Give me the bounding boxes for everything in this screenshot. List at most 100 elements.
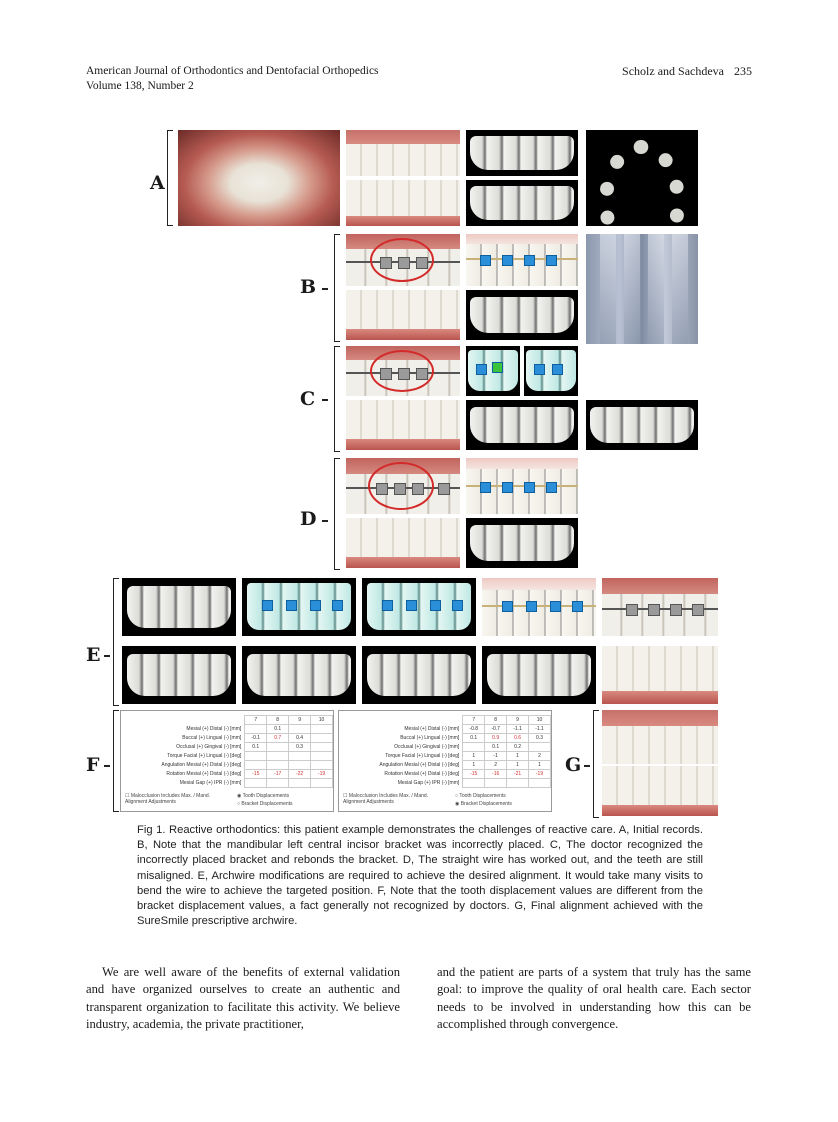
render-brackets-b-upper [466, 234, 578, 286]
table-row: Occlusal (+) Gingival (-) [mm] 0.1 0.3 [127, 742, 333, 752]
table-row: Buccal (+) Lingual (-) [mm] -0.1 0.7 0.4 [127, 733, 333, 743]
radio-label: Tooth Displacements [242, 793, 290, 799]
render-brackets-c-lower [466, 400, 578, 450]
table-cell: -1.1 [528, 724, 551, 734]
xray-roots [586, 234, 698, 344]
table-cell: 1 [506, 760, 530, 770]
table-row: Mesial (+) Distal (-) [mm] -0.8 -0.7 -1.… [345, 724, 551, 734]
table-cell: 2 [528, 751, 551, 761]
table-footer-checkbox-right[interactable]: ☐ Malocclusion Includes Max. / Mand. Ali… [343, 793, 429, 805]
footer-label: Malocclusion Includes Max. / Mand. Align… [343, 793, 429, 805]
panel-tick-b [322, 288, 328, 290]
render-e-3-upper [362, 578, 476, 636]
table-cell [244, 724, 268, 734]
tooth-header: 8 [484, 715, 508, 725]
radio-label: Bracket Displacements [460, 801, 512, 807]
panel-bracket-b [334, 234, 340, 342]
photo-e-braces-upper [602, 578, 718, 636]
table-footer-checkbox-left[interactable]: ☐ Malocclusion Includes Max. / Mand. Ali… [125, 793, 211, 805]
table-cell: -1.1 [506, 724, 530, 734]
table-cell: -21 [506, 769, 530, 779]
render-brackets-c-right [524, 346, 578, 396]
panel-bracket-d [334, 458, 340, 570]
table-cell [244, 751, 268, 761]
highlight-circle-b [370, 238, 434, 282]
render-e-2-lower [242, 646, 356, 704]
panel-label-f: F [86, 754, 100, 776]
radio-bracket-displacements-right[interactable]: ◉ Bracket Displacements [455, 801, 512, 807]
table-cell: -15 [244, 769, 268, 779]
row-label: Angulation Mesial (+) Distal (-) [deg] [161, 762, 242, 768]
photo-occlusal-initial [178, 130, 340, 226]
row-label: Angulation Mesial (+) Distal (-) [deg] [379, 762, 460, 768]
render-e-4-upper [482, 578, 596, 636]
table-cell [528, 778, 551, 788]
photo-braces-d-upper [346, 458, 460, 514]
tooth-header: 7 [462, 715, 486, 725]
render-arch-occlusal [586, 130, 698, 226]
panel-bracket-a [167, 130, 173, 226]
table-cell [310, 742, 333, 752]
render-brackets-c-lower-alt [586, 400, 698, 450]
table-cell [288, 760, 312, 770]
tooth-header: 9 [288, 715, 312, 725]
photo-frontal-upper-initial [346, 130, 460, 176]
table-cell [310, 724, 333, 734]
table-cell: -19 [528, 769, 551, 779]
row-label: Mesial Gap (+) IPR (-) [mm] [179, 780, 242, 786]
row-label: Torque Facial (+) Lingual (-) [deg] [385, 753, 460, 759]
table-cell [244, 760, 268, 770]
journal-name: American Journal of Orthodontics and Den… [86, 65, 379, 77]
table-row: Occlusal (+) Gingival (-) [mm] 0.1 0.2 [345, 742, 551, 752]
table-cell [266, 778, 290, 788]
panel-tick-c [322, 399, 328, 401]
radio-tooth-displacements-right[interactable]: ○ Tooth Displacements [455, 793, 506, 799]
table-cell: 0.1 [244, 742, 268, 752]
render-e-4-lower [482, 646, 596, 704]
displacement-table-left: 7 8 9 10 Mesial (+) Distal (-) [mm] 0.1 … [120, 710, 334, 812]
photo-braces-c-lower [346, 400, 460, 450]
highlight-circle-d [368, 462, 434, 510]
panel-tick-f [104, 765, 110, 767]
radio-label: Tooth Displacements [459, 793, 506, 799]
render-brackets-b-lower [466, 290, 578, 340]
page-number: 235 [734, 64, 752, 78]
table-cell: 0.3 [528, 733, 551, 743]
panel-label-b: B [300, 276, 317, 298]
table-row: Mesial (+) Distal (-) [mm] 0.1 [127, 724, 333, 734]
photo-braces-d-lower [346, 518, 460, 568]
table-row: Rotation Mesial (+) Distal (-) [deg] -15… [345, 769, 551, 779]
render-brackets-d-lower [466, 518, 578, 568]
tooth-header: 10 [528, 715, 551, 725]
photo-braces-c-upper [346, 346, 460, 396]
table-cell: 0.2 [506, 742, 530, 752]
table-row: Torque Facial (+) Lingual (-) [deg] 1 -1… [345, 751, 551, 761]
radio-bracket-displacements-left[interactable]: ○ Bracket Displacements [237, 801, 293, 807]
table-cell [310, 751, 333, 761]
table-cell [310, 760, 333, 770]
row-label: Torque Facial (+) Lingual (-) [deg] [167, 753, 242, 759]
radio-tooth-displacements-left[interactable]: ◉ Tooth Displacements [237, 793, 290, 799]
tooth-header: 8 [266, 715, 290, 725]
row-label: Buccal (+) Lingual (-) [mm] [400, 735, 460, 741]
table-cell: -0.8 [462, 724, 486, 734]
panel-label-c: C [300, 388, 316, 410]
running-header-left: American Journal of Orthodontics and Den… [86, 64, 379, 94]
panel-tick-d [322, 520, 328, 522]
table-cell: 0.3 [288, 742, 312, 752]
panel-label-g: G [565, 754, 582, 776]
tooth-header: 10 [310, 715, 333, 725]
table-row: Mesial Gap (+) IPR (-) [mm] [345, 778, 551, 788]
render-e-3-lower [362, 646, 476, 704]
panel-label-e: E [86, 644, 101, 666]
table-cell: 1 [462, 760, 486, 770]
table-row: Buccal (+) Lingual (-) [mm] 0.1 0.9 0.6 … [345, 733, 551, 743]
row-label: Mesial Gap (+) IPR (-) [mm] [397, 780, 460, 786]
table-cell: 0.1 [462, 733, 486, 743]
table-cell [266, 742, 290, 752]
table-cell [462, 742, 486, 752]
table-cell [266, 751, 290, 761]
row-label: Mesial (+) Distal (-) [mm] [404, 726, 460, 732]
table-cell: -16 [484, 769, 508, 779]
